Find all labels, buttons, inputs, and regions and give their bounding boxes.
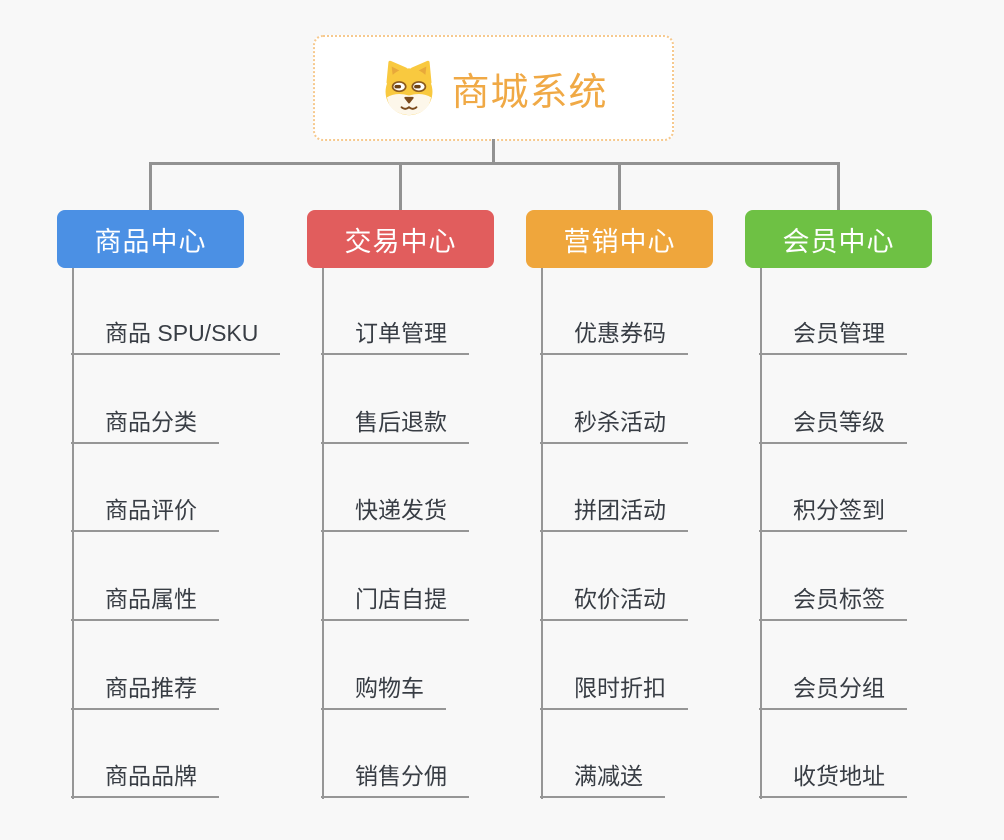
branch-vertical-line xyxy=(541,268,543,799)
branch-node-marketing-center[interactable]: 营销中心 xyxy=(526,210,713,268)
branch-column-marketing-center: 营销中心 优惠券码 秒杀活动 拼团活动 砍价活动 限时折扣 满减送 xyxy=(526,210,713,820)
child-topic[interactable]: 优惠券码 xyxy=(540,313,688,355)
branch-node-trade-center[interactable]: 交易中心 xyxy=(307,210,494,268)
child-topic[interactable]: 会员等级 xyxy=(759,402,907,444)
child-topic[interactable]: 商品评价 xyxy=(71,490,219,532)
child-topic[interactable]: 秒杀活动 xyxy=(540,402,688,444)
child-topic[interactable]: 积分签到 xyxy=(759,490,907,532)
branch-column-product-center: 商品中心 商品 SPU/SKU 商品分类 商品评价 商品属性 商品推荐 商品品牌 xyxy=(57,210,281,820)
child-topic[interactable]: 砍价活动 xyxy=(540,579,688,621)
child-topic[interactable]: 商品推荐 xyxy=(71,668,219,710)
child-topic[interactable]: 满减送 xyxy=(540,756,665,798)
child-topic[interactable]: 购物车 xyxy=(321,668,446,710)
branch-vertical-line xyxy=(760,268,762,799)
child-topic[interactable]: 商品属性 xyxy=(71,579,219,621)
branch-column-member-center: 会员中心 会员管理 会员等级 积分签到 会员标签 会员分组 收货地址 xyxy=(745,210,932,820)
child-topic[interactable]: 收货地址 xyxy=(759,756,907,798)
connector-root-stub xyxy=(492,139,495,163)
child-topic[interactable]: 拼团活动 xyxy=(540,490,688,532)
child-topic[interactable]: 快递发货 xyxy=(321,490,469,532)
child-topic[interactable]: 商品品牌 xyxy=(71,756,219,798)
branch-vertical-line xyxy=(72,268,74,799)
dog-face-icon xyxy=(379,57,439,119)
root-title: 商城系统 xyxy=(451,71,608,114)
connector-bus xyxy=(149,162,840,165)
root-node[interactable]: 商城系统 xyxy=(313,35,674,141)
child-topic[interactable]: 售后退款 xyxy=(321,402,469,444)
branch-node-member-center[interactable]: 会员中心 xyxy=(745,210,932,268)
child-topic[interactable]: 销售分佣 xyxy=(321,756,469,798)
connector-drop-product xyxy=(149,164,152,210)
child-topic[interactable]: 商品 SPU/SKU xyxy=(71,313,281,355)
branch-column-trade-center: 交易中心 订单管理 售后退款 快递发货 门店自提 购物车 销售分佣 xyxy=(307,210,494,820)
child-topic[interactable]: 商品分类 xyxy=(71,402,219,444)
branch-node-product-center[interactable]: 商品中心 xyxy=(57,210,244,268)
child-topic[interactable]: 会员管理 xyxy=(759,313,907,355)
child-topic[interactable]: 会员标签 xyxy=(759,579,907,621)
child-topic[interactable]: 会员分组 xyxy=(759,668,907,710)
child-topic[interactable]: 订单管理 xyxy=(321,313,469,355)
child-topic[interactable]: 限时折扣 xyxy=(540,668,688,710)
connector-drop-member xyxy=(837,164,840,210)
branch-vertical-line xyxy=(322,268,324,799)
connector-drop-trade xyxy=(399,164,402,210)
connector-drop-marketing xyxy=(618,164,621,210)
child-topic[interactable]: 门店自提 xyxy=(321,579,469,621)
